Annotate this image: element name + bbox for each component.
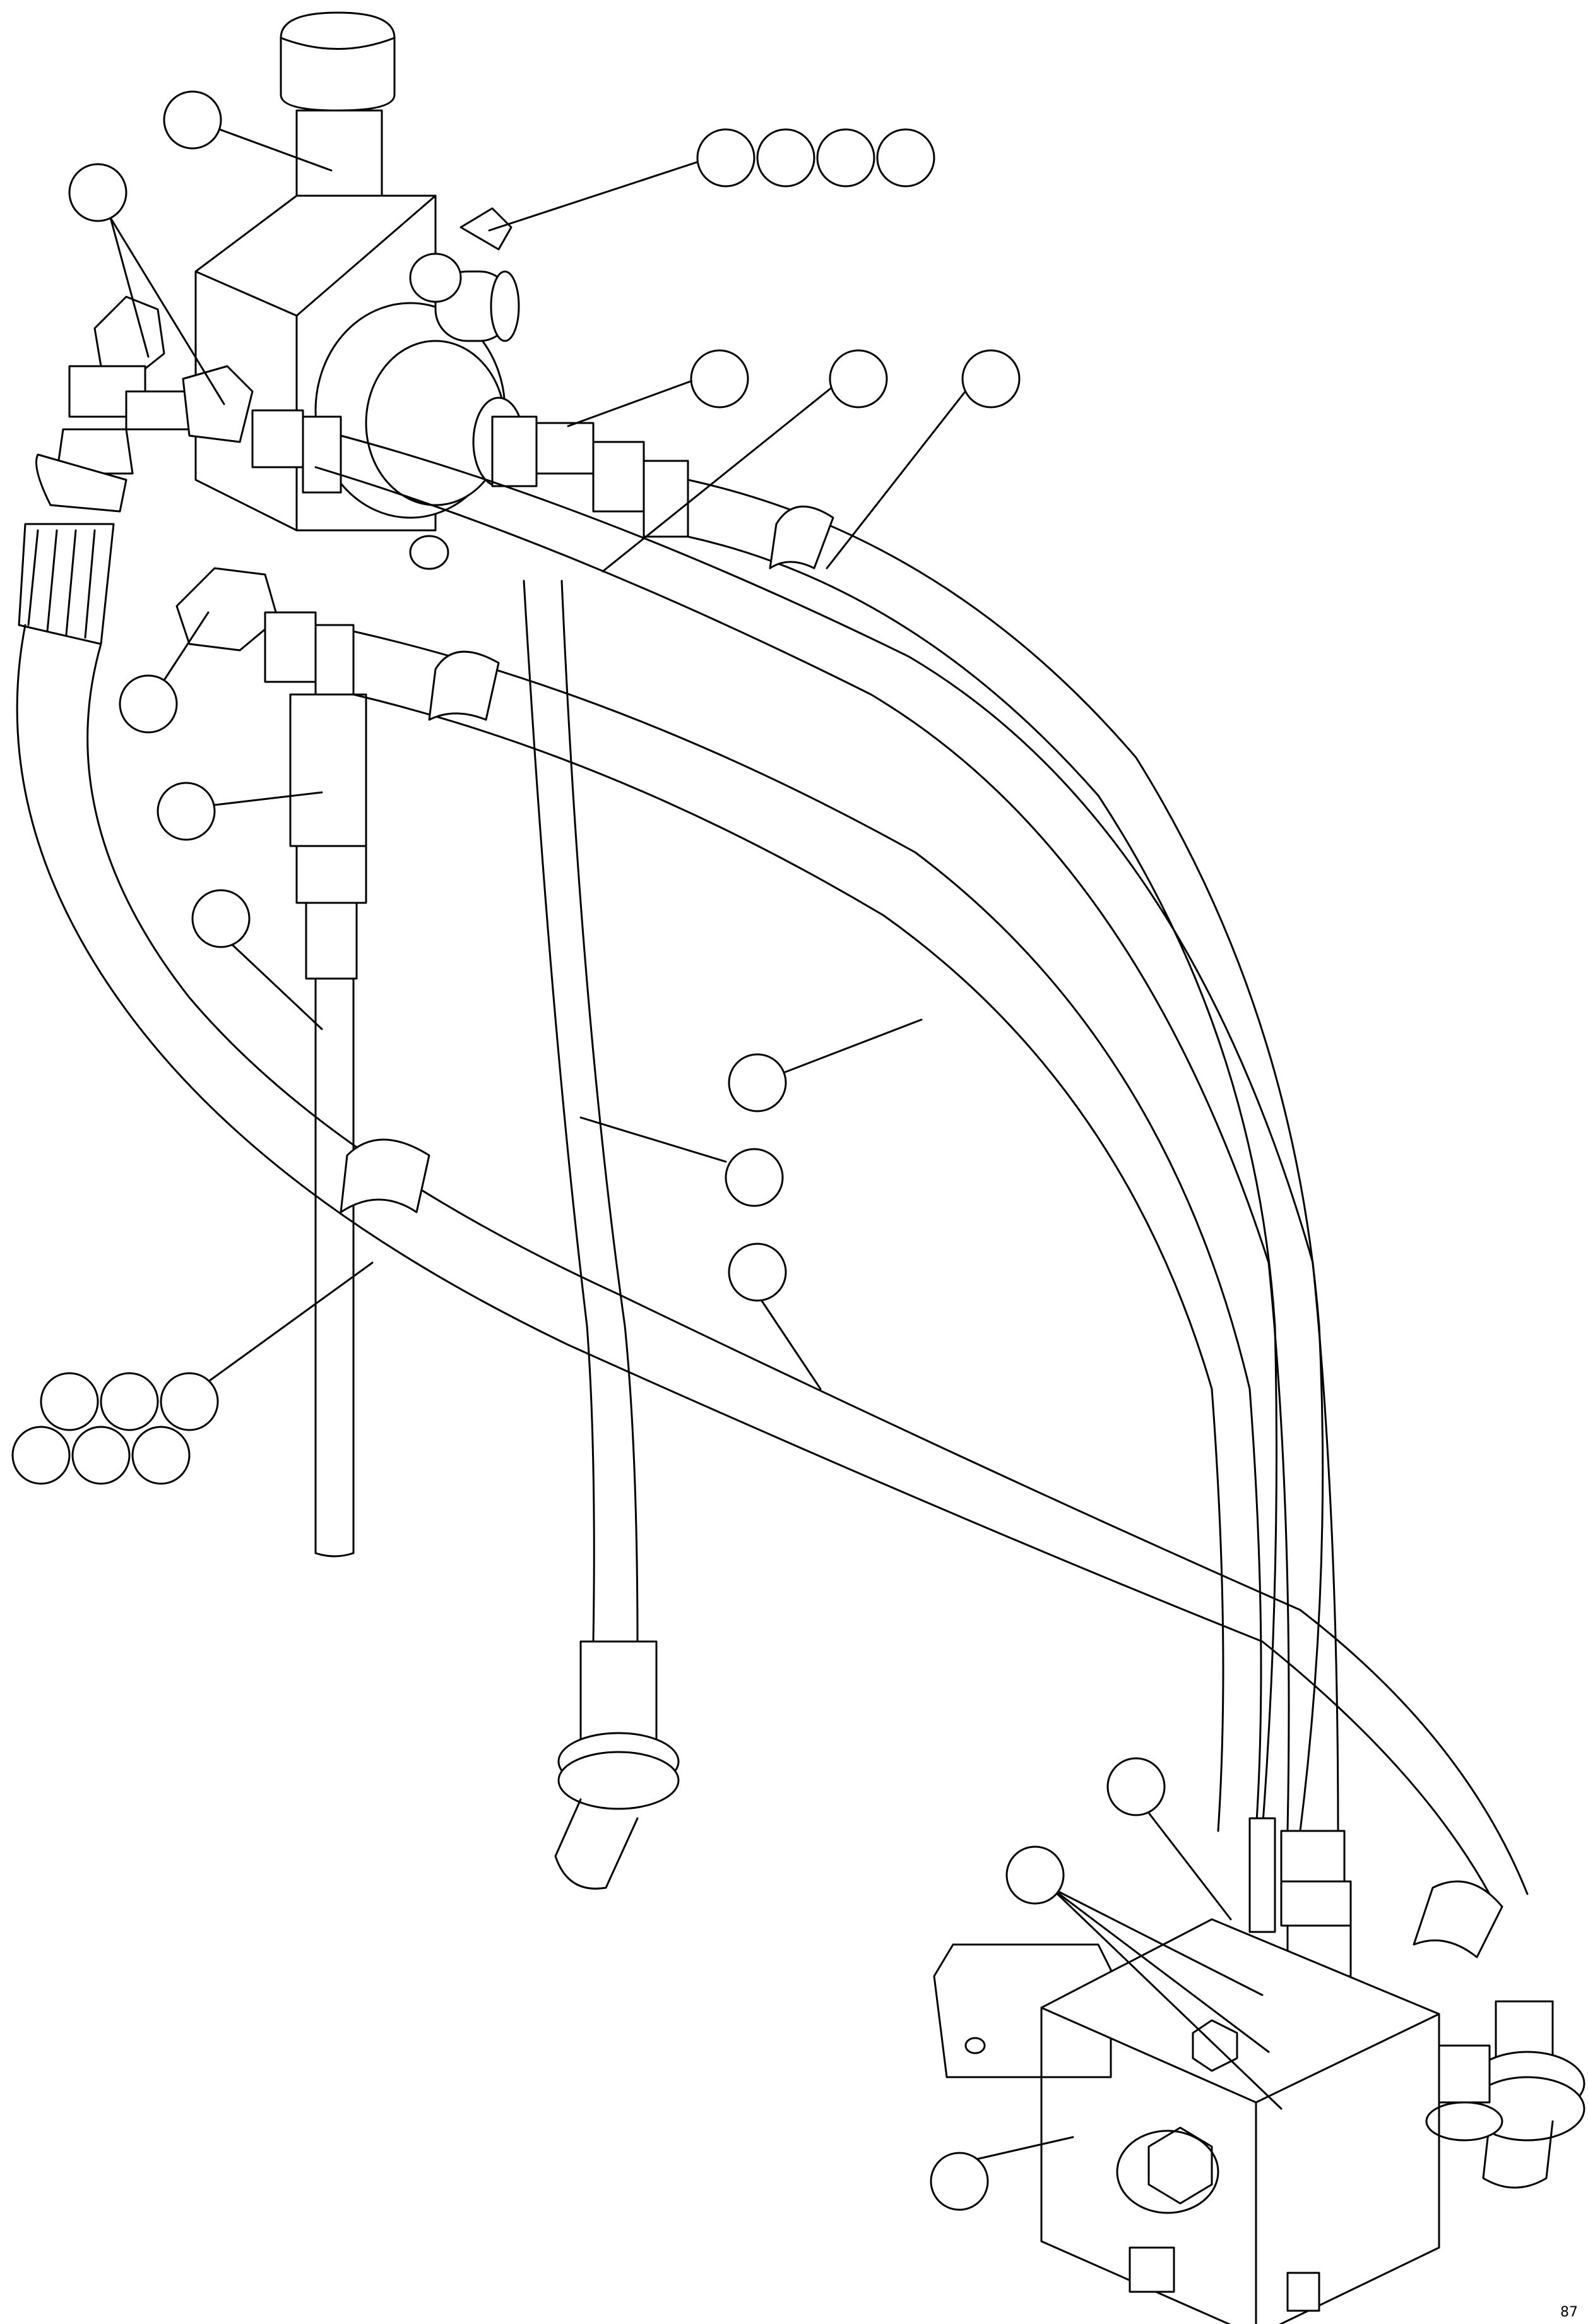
upper-valve-block: [194, 11, 525, 570]
callout-c2: [68, 163, 127, 222]
callout-c20: [71, 1426, 131, 1485]
callout-c19: [11, 1426, 71, 1485]
callout-c16: [40, 1372, 99, 1431]
upper-fittings-row: [125, 365, 689, 538]
callout-c7: [690, 349, 749, 408]
vertical-tube-middle: [523, 580, 680, 1890]
vertical-tube-left: [289, 693, 367, 1558]
callout-c11: [157, 782, 216, 841]
callout-c10: [119, 674, 178, 734]
callout-c18: [160, 1372, 219, 1431]
lower-valve-block: [933, 1918, 1440, 2324]
callout-c6: [876, 128, 935, 188]
callout-c21: [131, 1426, 191, 1485]
callout-c24: [930, 2152, 989, 2211]
callout-c1: [163, 90, 222, 150]
hoses: [16, 434, 1529, 1958]
callout-c17: [100, 1372, 159, 1431]
callout-c15: [728, 1242, 787, 1302]
callout-c23: [1005, 1845, 1065, 1905]
callout-c9: [961, 349, 1021, 408]
lower-left-fitting: [175, 567, 355, 696]
callouts: [11, 90, 1166, 2211]
left-elbow-fitting: [18, 295, 165, 645]
callout-c22: [1106, 1757, 1166, 1816]
callout-c8: [829, 349, 888, 408]
right-lower-fittings: [1248, 1817, 1585, 2189]
callout-c13: [728, 1053, 787, 1112]
page-corner-mark: 87: [1560, 2304, 1578, 2320]
callout-c3: [696, 128, 755, 188]
callout-c5: [816, 128, 875, 188]
callout-c12: [191, 889, 251, 948]
callout-c14: [725, 1148, 784, 1207]
callout-c4: [756, 128, 815, 188]
